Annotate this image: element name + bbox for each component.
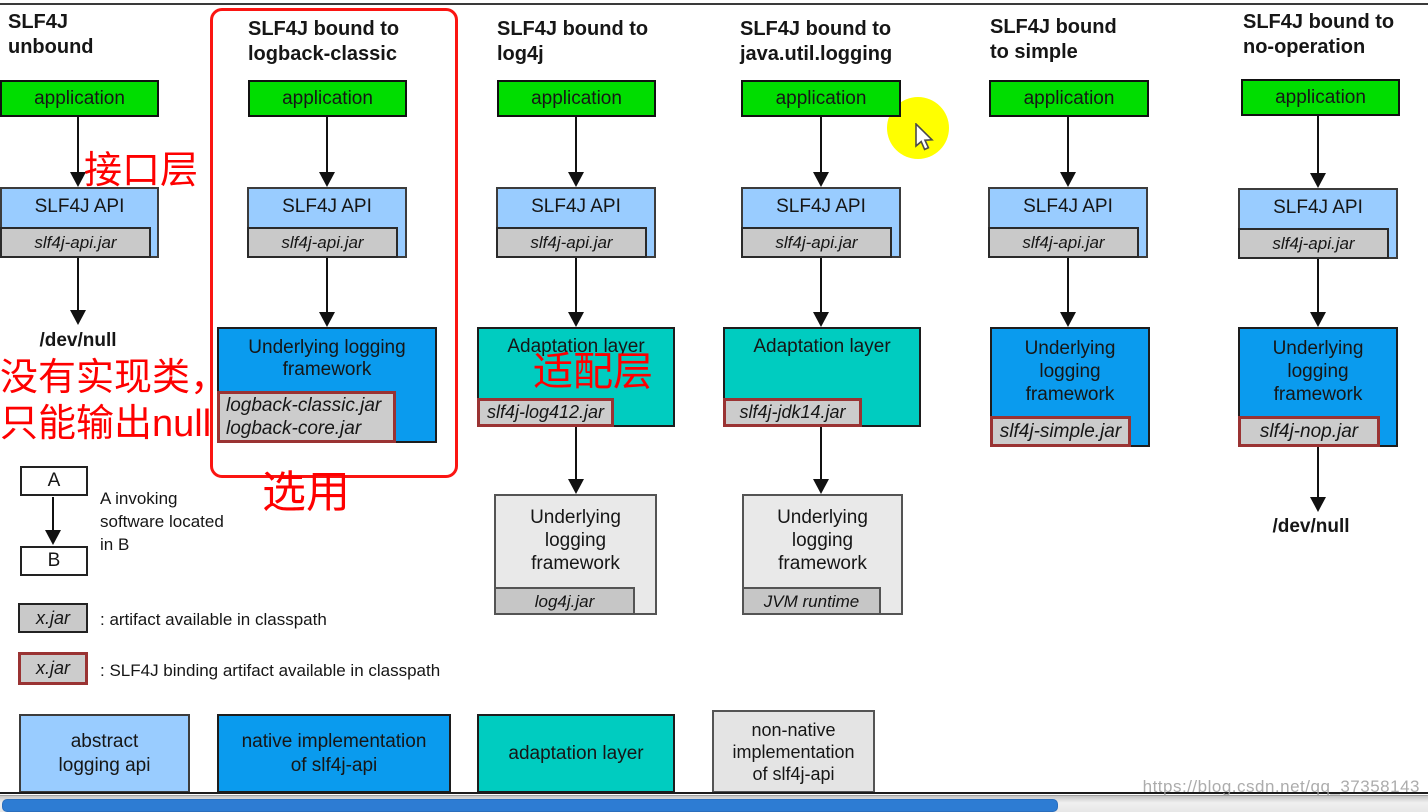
slf4j-api-box: SLF4J API slf4j-api.jar <box>1238 188 1398 259</box>
api-label: SLF4J API <box>1273 197 1363 218</box>
arrow-down-icon <box>813 427 829 494</box>
underlying-framework-box: Underlying logging framework slf4j-nop.j… <box>1238 327 1398 447</box>
application-box: application <box>1241 79 1400 116</box>
scrollbar-thumb[interactable] <box>2 799 1058 812</box>
application-box: application <box>248 80 407 117</box>
annotation-adapter-layer: 适配层 <box>533 350 653 394</box>
legend-xjar-box: x.jar <box>18 603 88 633</box>
framework-label: Underlying logging framework <box>530 507 621 574</box>
arrow-down-icon <box>568 117 584 187</box>
adaptation-layer-box: Adaptation layer slf4j-log412.jar <box>477 327 675 427</box>
legend-invoke-note: A invoking software located in B <box>100 489 224 554</box>
legend-artifact-note: : artifact available in classpath <box>100 610 327 629</box>
legend-non-native-impl: non-native implementation of slf4j-api <box>712 710 875 793</box>
application-box: application <box>0 80 159 117</box>
api-label: SLF4J API <box>282 196 372 217</box>
framework-jar-box: log4j.jar <box>494 587 635 615</box>
arrow-down-icon <box>45 497 61 545</box>
slf4j-api-box: SLF4J API slf4j-api.jar <box>741 187 901 258</box>
slf4j-api-box: SLF4J API slf4j-api.jar <box>247 187 407 258</box>
framework-label: Underlying logging framework <box>777 507 868 574</box>
legend-adaptation-layer: adaptation layer <box>477 714 675 793</box>
arrow-down-icon <box>1310 259 1326 327</box>
underlying-framework-box: Underlying logging framework log4j.jar <box>494 494 657 615</box>
slf4j-api-box: SLF4J API slf4j-api.jar <box>0 187 159 258</box>
column-title-jul: SLF4J bound to java.util.logging <box>740 18 893 65</box>
api-label: SLF4J API <box>531 196 621 217</box>
slf4j-api-box: SLF4J API slf4j-api.jar <box>496 187 656 258</box>
column-title-nop: SLF4J bound to no-operation <box>1243 11 1395 58</box>
slf4j-api-box: SLF4J API slf4j-api.jar <box>988 187 1148 258</box>
api-jar-box: slf4j-api.jar <box>247 227 398 258</box>
arrow-down-icon <box>319 258 335 327</box>
legend-abstract-api: abstract logging api <box>19 714 190 793</box>
column-title-unbound: SLF4J unbound <box>8 11 94 58</box>
annotation-interface-layer: 接口层 <box>84 150 199 192</box>
application-box: application <box>741 80 901 117</box>
api-jar-box: slf4j-api.jar <box>0 227 151 258</box>
arrow-down-icon <box>70 258 86 325</box>
adaptation-layer-box: Adaptation layer slf4j-jdk14.jar <box>723 327 921 427</box>
framework-label: Underlying logging framework <box>248 337 406 380</box>
underlying-framework-box: Underlying logging framework slf4j-simpl… <box>990 327 1150 447</box>
binding-jar-box: logback-classic.jar logback-core.jar <box>217 391 396 443</box>
api-jar-box: slf4j-api.jar <box>496 227 647 258</box>
underlying-framework-box: Underlying logging framework JVM runtime <box>742 494 903 615</box>
application-box: application <box>497 80 656 117</box>
column-title-log4j: SLF4J bound to log4j <box>497 18 649 65</box>
dev-null-label: /dev/null <box>39 330 117 351</box>
arrow-down-icon <box>568 427 584 494</box>
column-title-simple: SLF4J bound to simple <box>990 16 1117 63</box>
binding-jar-box: slf4j-nop.jar <box>1238 416 1380 447</box>
bottom-divider <box>0 792 1428 794</box>
binding-jar-box: slf4j-log412.jar <box>477 398 614 427</box>
legend-native-impl: native implementation of slf4j-api <box>217 714 451 793</box>
top-divider <box>0 3 1428 5</box>
api-label: SLF4J API <box>34 196 125 217</box>
api-jar-box: slf4j-api.jar <box>988 227 1139 258</box>
column-title-logback: SLF4J bound to logback-classic <box>248 18 400 65</box>
arrow-down-icon <box>813 258 829 327</box>
arrow-down-icon <box>568 258 584 327</box>
arrow-down-icon <box>1060 117 1076 187</box>
adaptation-label: Adaptation layer <box>507 336 645 357</box>
api-label: SLF4J API <box>1023 196 1113 217</box>
horizontal-scrollbar[interactable] <box>0 795 1428 812</box>
api-label: SLF4J API <box>776 196 866 217</box>
arrow-down-icon <box>1310 447 1326 512</box>
application-box: application <box>989 80 1149 117</box>
watermark: https://blog.csdn.net/qq_37358143 <box>1142 777 1420 796</box>
arrow-down-icon <box>1310 116 1326 188</box>
underlying-framework-box: Underlying logging framework logback-cla… <box>217 327 437 443</box>
api-jar-box: slf4j-api.jar <box>741 227 892 258</box>
arrow-down-icon <box>319 117 335 187</box>
arrow-down-icon <box>1060 258 1076 327</box>
framework-label: Underlying logging framework <box>1024 338 1116 405</box>
legend-box-b: B <box>20 546 88 576</box>
mouse-cursor-icon <box>914 122 940 158</box>
adaptation-label: Adaptation layer <box>753 336 891 357</box>
dev-null-label: /dev/null <box>1272 516 1350 537</box>
arrow-down-icon <box>813 117 829 187</box>
framework-jar-box: JVM runtime <box>742 587 881 615</box>
legend-box-a: A <box>20 466 88 496</box>
arrow-down-icon <box>70 117 86 187</box>
api-jar-box: slf4j-api.jar <box>1238 228 1389 259</box>
binding-jar-box: slf4j-jdk14.jar <box>723 398 862 427</box>
annotation-no-impl: 没有实现类， 只能输出null <box>0 357 229 445</box>
legend-binding-xjar-box: x.jar <box>18 652 88 685</box>
binding-jar-box: slf4j-simple.jar <box>990 416 1131 447</box>
annotation-chosen: 选用 <box>262 468 350 517</box>
framework-label: Underlying logging framework <box>1272 338 1364 405</box>
legend-binding-note: : SLF4J binding artifact available in cl… <box>100 661 441 680</box>
